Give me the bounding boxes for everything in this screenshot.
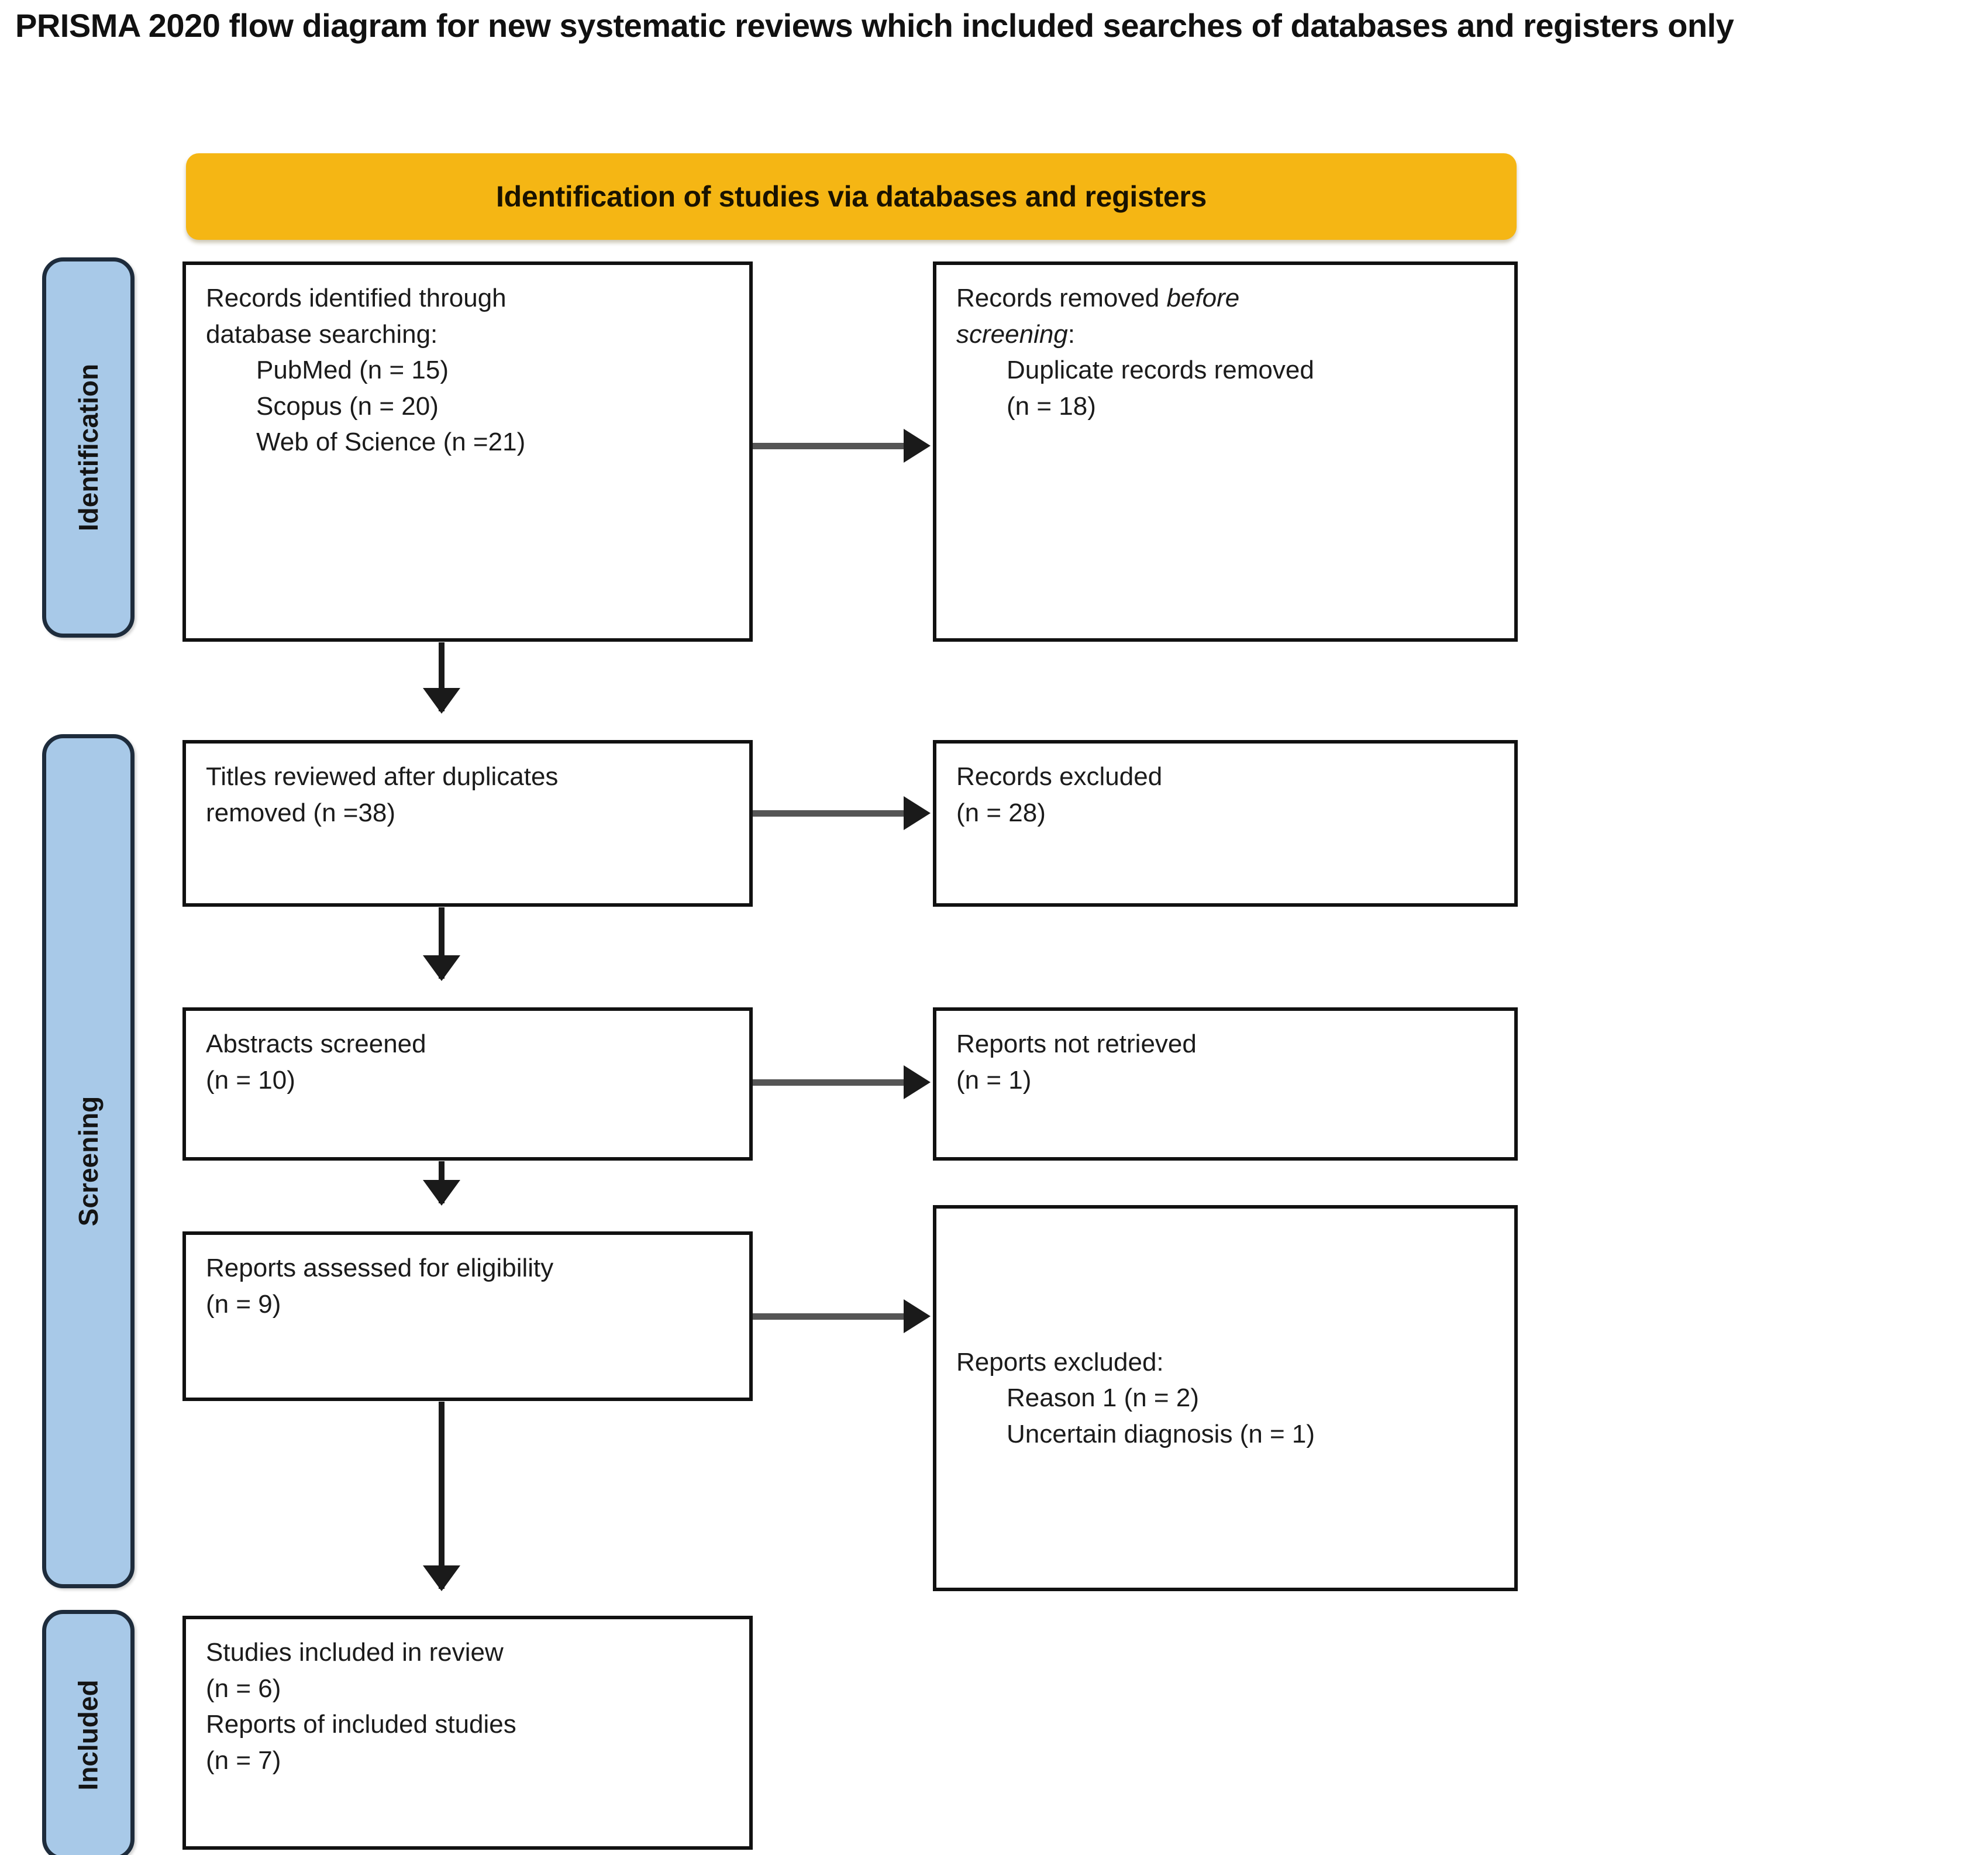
arrow-titles-to-excluded [753,796,931,830]
box-line: Reports assessed for eligibility [206,1254,554,1282]
arrow-head-right-icon [904,796,931,830]
page-title: PRISMA 2020 flow diagram for new systema… [15,6,1734,44]
box-titles-reviewed: Titles reviewed after duplicates removed… [182,740,753,907]
stage-label-screening: Screening [42,734,135,1588]
box-studies-included-in-review: Studies included in review (n = 6) Repor… [182,1616,753,1850]
section-banner-label: Identification of studies via databases … [495,180,1207,213]
arrow-head-down-icon [423,1180,460,1206]
box-line: (n = 9) [206,1289,281,1319]
arrow-head-down-icon [423,688,460,714]
arrow-head-down-icon [423,1565,460,1591]
box-line: (n = 1) [956,1065,1032,1095]
box-line: PubMed (n = 15) [256,356,449,385]
stage-label-included: Included [42,1610,135,1855]
box-line: Records identified through [206,284,507,312]
stage-label-included-text: Included [73,1680,104,1791]
box-line: (n = 28) [956,798,1046,827]
arrow-abstracts-to-reports-not-retrieved [753,1065,931,1099]
arrow-titles-to-abstracts [423,907,460,981]
arrow-identified-to-titles [423,642,460,714]
arrow-head-right-icon [904,1299,931,1333]
box-line: removed (n =38) [206,798,396,827]
box-line: screening: [956,316,1494,353]
box-line: Uncertain diagnosis (n = 1) [1007,1419,1315,1448]
arrow-head-right-icon [904,429,931,463]
box-line: Scopus (n = 20) [256,391,439,421]
arrow-head-down-icon [423,955,460,981]
stage-label-screening-text: Screening [73,1096,104,1227]
box-reports-not-retrieved: Reports not retrieved (n = 1) [933,1007,1518,1161]
box-line: Reports excluded: [956,1347,1164,1376]
box-line: database searching: [206,319,438,349]
box-line: Duplicate records removed [1007,356,1314,385]
box-line: Titles reviewed after duplicates [206,762,559,791]
box-line: Records excluded [956,762,1163,791]
identification-section-banner: Identification of studies via databases … [186,153,1517,240]
arrow-identified-to-removed [753,429,931,463]
box-reports-excluded: Reports excluded: Reason 1 (n = 2) Uncer… [933,1205,1518,1591]
box-line: Web of Science (n =21) [256,428,526,457]
box-line: (n = 7) [206,1746,281,1775]
box-records-removed-before-screening: Records removed before screening: Duplic… [933,261,1518,642]
box-line: Reason 1 (n = 2) [1007,1383,1199,1413]
box-reports-assessed-for-eligibility: Reports assessed for eligibility (n = 9) [182,1231,753,1401]
arrow-abstracts-to-assessed [423,1161,460,1206]
box-line: (n = 18) [1007,391,1096,421]
box-records-excluded: Records excluded (n = 28) [933,740,1518,907]
box-line: Records removed before [956,280,1494,316]
box-line: Reports of included studies [206,1710,516,1739]
box-line-plain: Records removed [956,284,1167,312]
box-line-italic: screening [956,319,1068,349]
box-line: Studies included in review [206,1638,504,1667]
stage-label-identification: Identification [42,257,135,638]
box-line: (n = 10) [206,1065,295,1095]
box-records-identified: Records identified through database sear… [182,261,753,642]
box-line: Reports not retrieved [956,1030,1197,1058]
box-abstracts-screened: Abstracts screened (n = 10) [182,1007,753,1161]
box-line-plain: : [1067,319,1076,349]
stage-label-identification-text: Identification [73,363,104,532]
box-line: (n = 6) [206,1674,281,1703]
arrow-assessed-to-reports-excluded [753,1299,931,1333]
box-line-italic: before [1166,284,1240,312]
arrow-head-right-icon [904,1065,931,1099]
arrow-assessed-to-included [423,1402,460,1591]
box-line: Abstracts screened [206,1030,426,1058]
